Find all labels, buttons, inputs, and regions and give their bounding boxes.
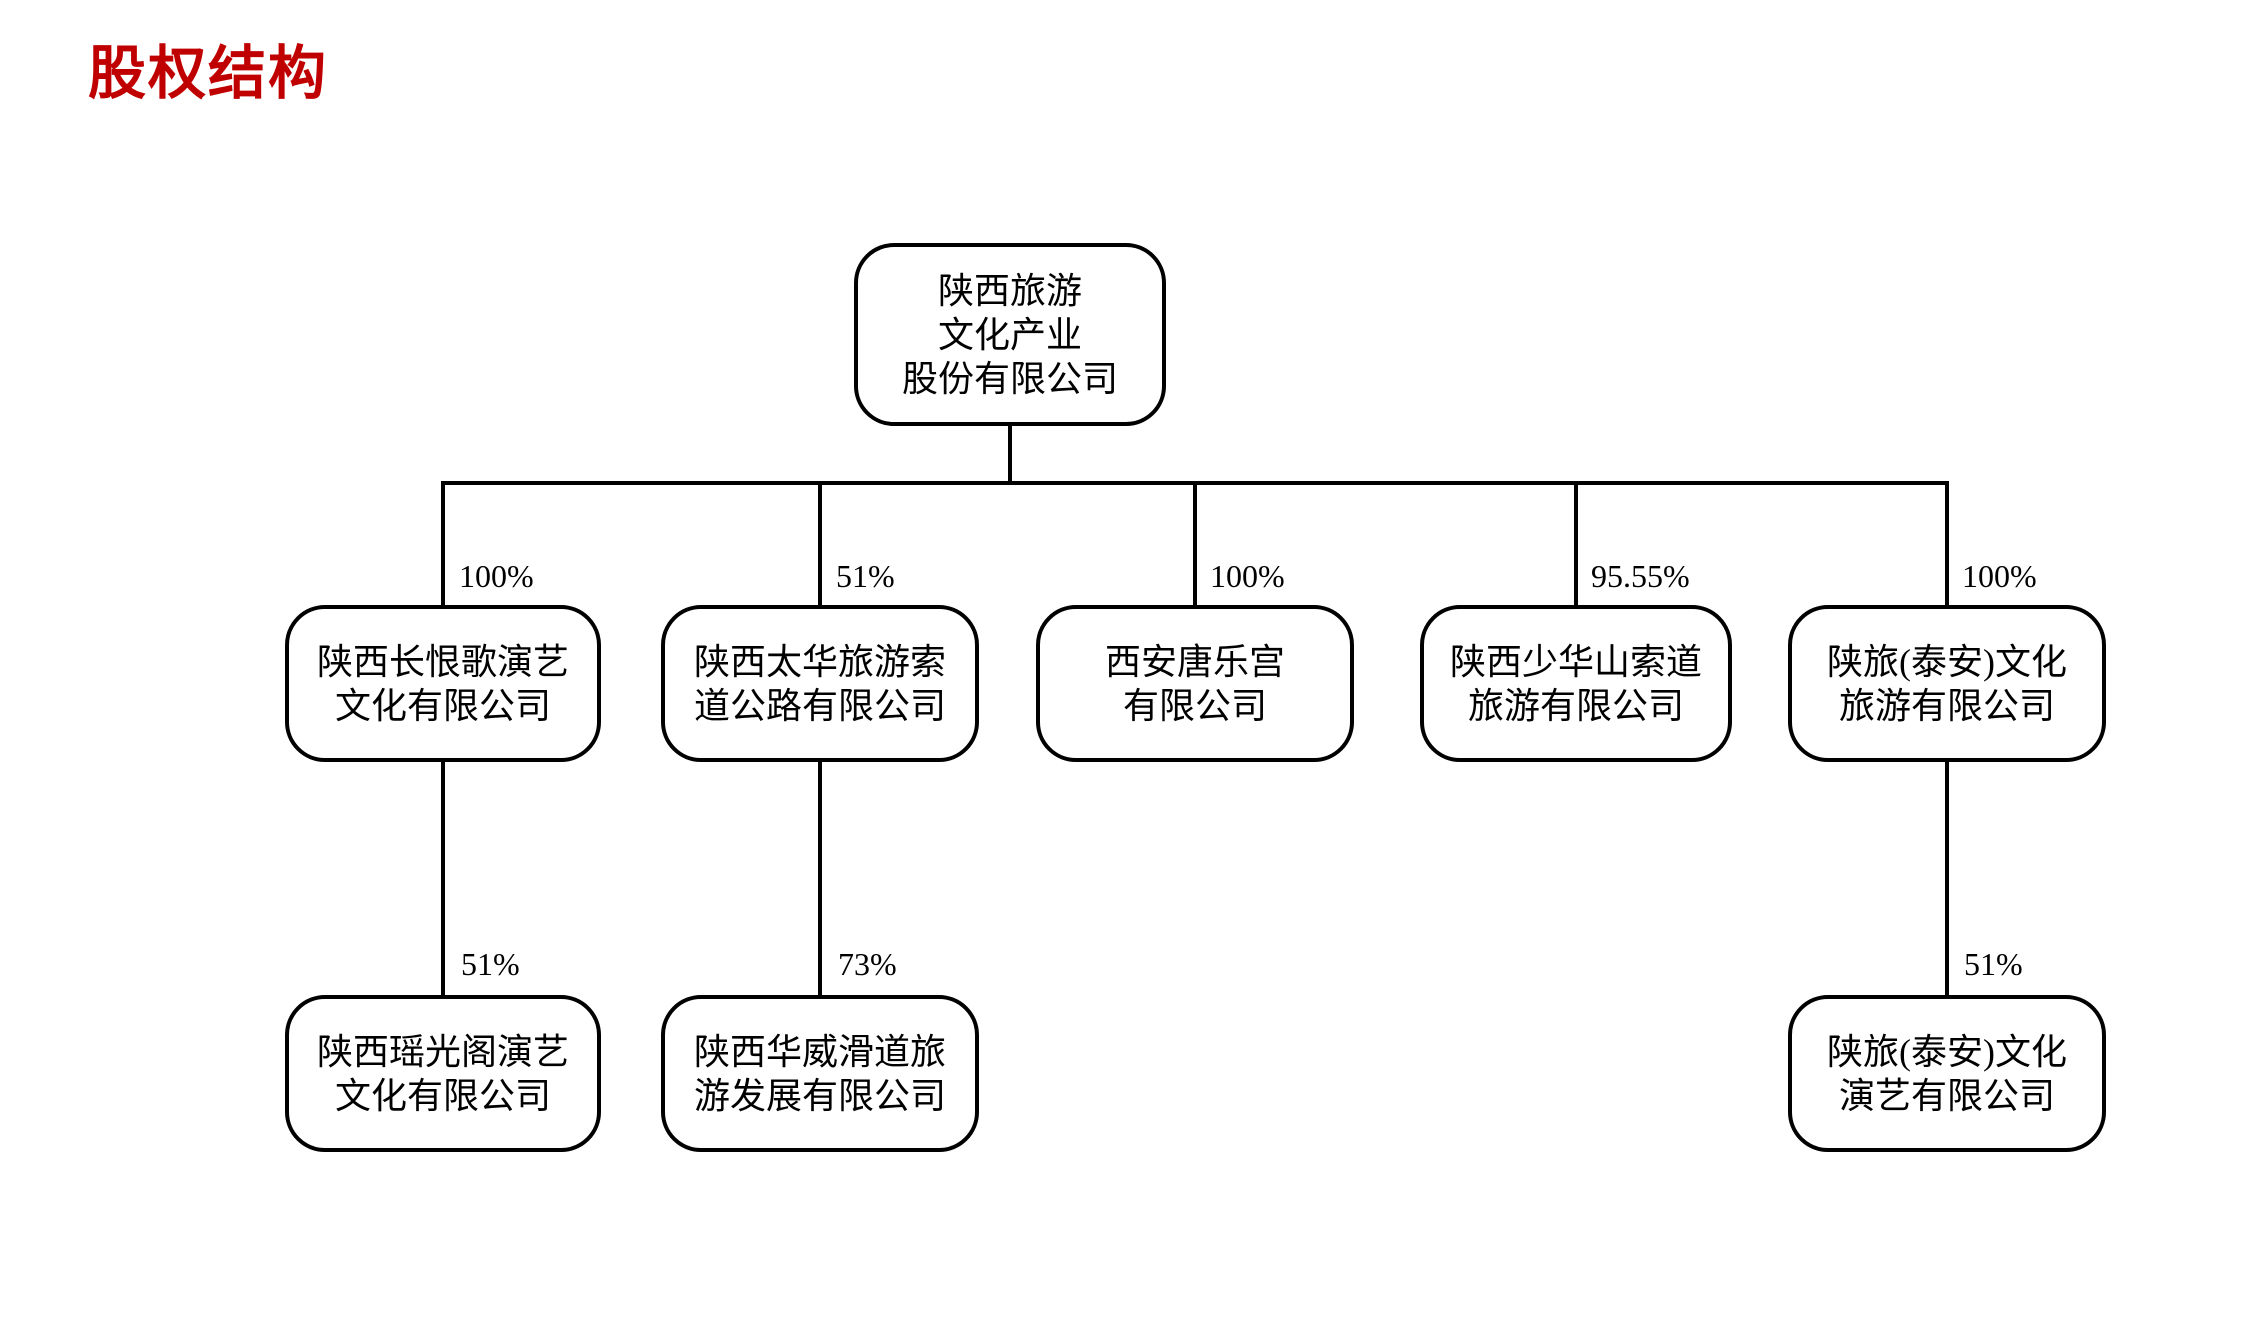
ownership-pct-tangparadise: 100% <box>1210 558 1285 594</box>
ownership-pct-shaohuashan: 95.55% <box>1591 558 1690 594</box>
node-root-company: 陕西旅游 文化产业 股份有限公司 <box>854 243 1166 426</box>
ownership-pct-taian-tourism: 100% <box>1962 558 2037 594</box>
ownership-pct-huawei: 73% <box>838 946 897 982</box>
ownership-pct-taihua: 51% <box>836 558 895 594</box>
ownership-pct-yaoguangge: 51% <box>461 946 520 982</box>
page-title: 股权结构 <box>88 41 329 106</box>
node-taihua-company: 陕西太华旅游索 道公路有限公司 <box>661 605 979 762</box>
node-tangparadise-company: 西安唐乐宫 有限公司 <box>1036 605 1354 762</box>
node-taian-tourism-company: 陕旅(泰安)文化 旅游有限公司 <box>1788 605 2106 762</box>
ownership-pct-changhenge: 100% <box>459 558 534 594</box>
node-taian-performing-company: 陕旅(泰安)文化 演艺有限公司 <box>1788 995 2106 1152</box>
node-huawei-company: 陕西华威滑道旅 游发展有限公司 <box>661 995 979 1152</box>
node-yaoguangge-company: 陕西瑶光阁演艺 文化有限公司 <box>285 995 601 1152</box>
node-changhenge-company: 陕西长恨歌演艺 文化有限公司 <box>285 605 601 762</box>
node-shaohuashan-company: 陕西少华山索道 旅游有限公司 <box>1420 605 1732 762</box>
ownership-pct-taian-performing: 51% <box>1964 946 2023 982</box>
